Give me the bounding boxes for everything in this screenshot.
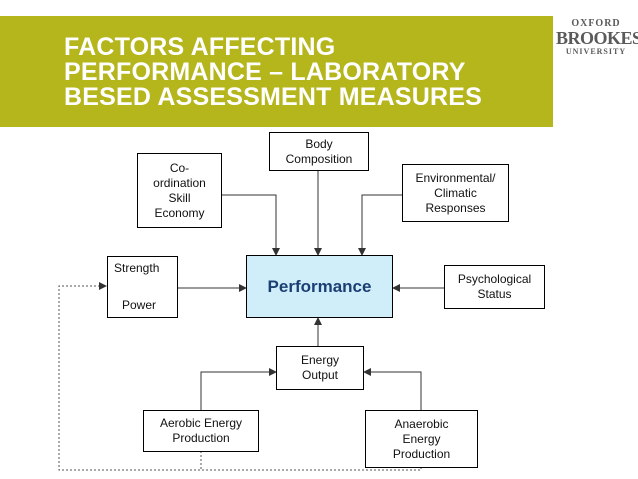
performance-label: Performance [267,277,372,296]
arrow-environment [358,194,402,256]
dotted-feedback-anaerobic [58,282,422,471]
aerobic-box: Aerobic Energy Production [143,410,259,452]
arrow-anaerobic [363,368,422,410]
university-logo: OXFORD BROOKES UNIVERSITY [556,18,638,56]
title-line: FACTORS AFFECTING [64,33,336,61]
box-text: ordination [153,175,206,190]
box-text: Skill [168,190,191,205]
title-line: BESED ASSESSMENT MEASURES [64,83,483,111]
box-text: Psychological [457,272,532,286]
box-text: Power [122,298,157,312]
box-text: Aerobic Energy [159,416,243,430]
box-text: Co- [169,160,190,175]
box-text: Environmental/ [415,170,496,185]
psychological-box: Psychological Status [444,265,545,309]
box-text: Responses [425,200,486,215]
box-text: Output [301,368,339,382]
title-line: PERFORMANCE – LABORATORY [64,58,466,86]
arrow-coordination [222,194,280,256]
logo-line: BROOKES [556,28,638,48]
logo-line: UNIVERSITY [565,47,627,56]
arrow-aerobic [200,368,277,410]
box-text: Strength [114,261,160,275]
anaerobic-box: Anaerobic Energy Production [365,410,478,468]
logo-line: OXFORD [571,18,621,29]
coordination-box: Co- ordination Skill Economy [137,153,222,228]
box-text: Production [172,431,230,445]
box-text: Body [305,136,333,151]
body-composition-box: Body Composition [269,132,369,171]
box-text: Energy [300,353,340,367]
box-text: Status [477,287,512,301]
title-banner [0,16,553,127]
box-text: Anaerobic [394,416,449,431]
strength-power-box: Strength Power [107,256,178,318]
environmental-box: Environmental/ Climatic Responses [402,164,509,222]
box-text: Climatic [434,185,477,200]
box-text: Energy [402,431,441,446]
energy-output-box: Energy Output [276,346,364,390]
box-text: Production [392,446,451,461]
box-text: Composition [285,151,353,166]
slide-title: FACTORS AFFECTING PERFORMANCE – LABORATO… [64,35,544,110]
box-text: Economy [154,205,205,220]
performance-box: Performance [246,255,393,318]
